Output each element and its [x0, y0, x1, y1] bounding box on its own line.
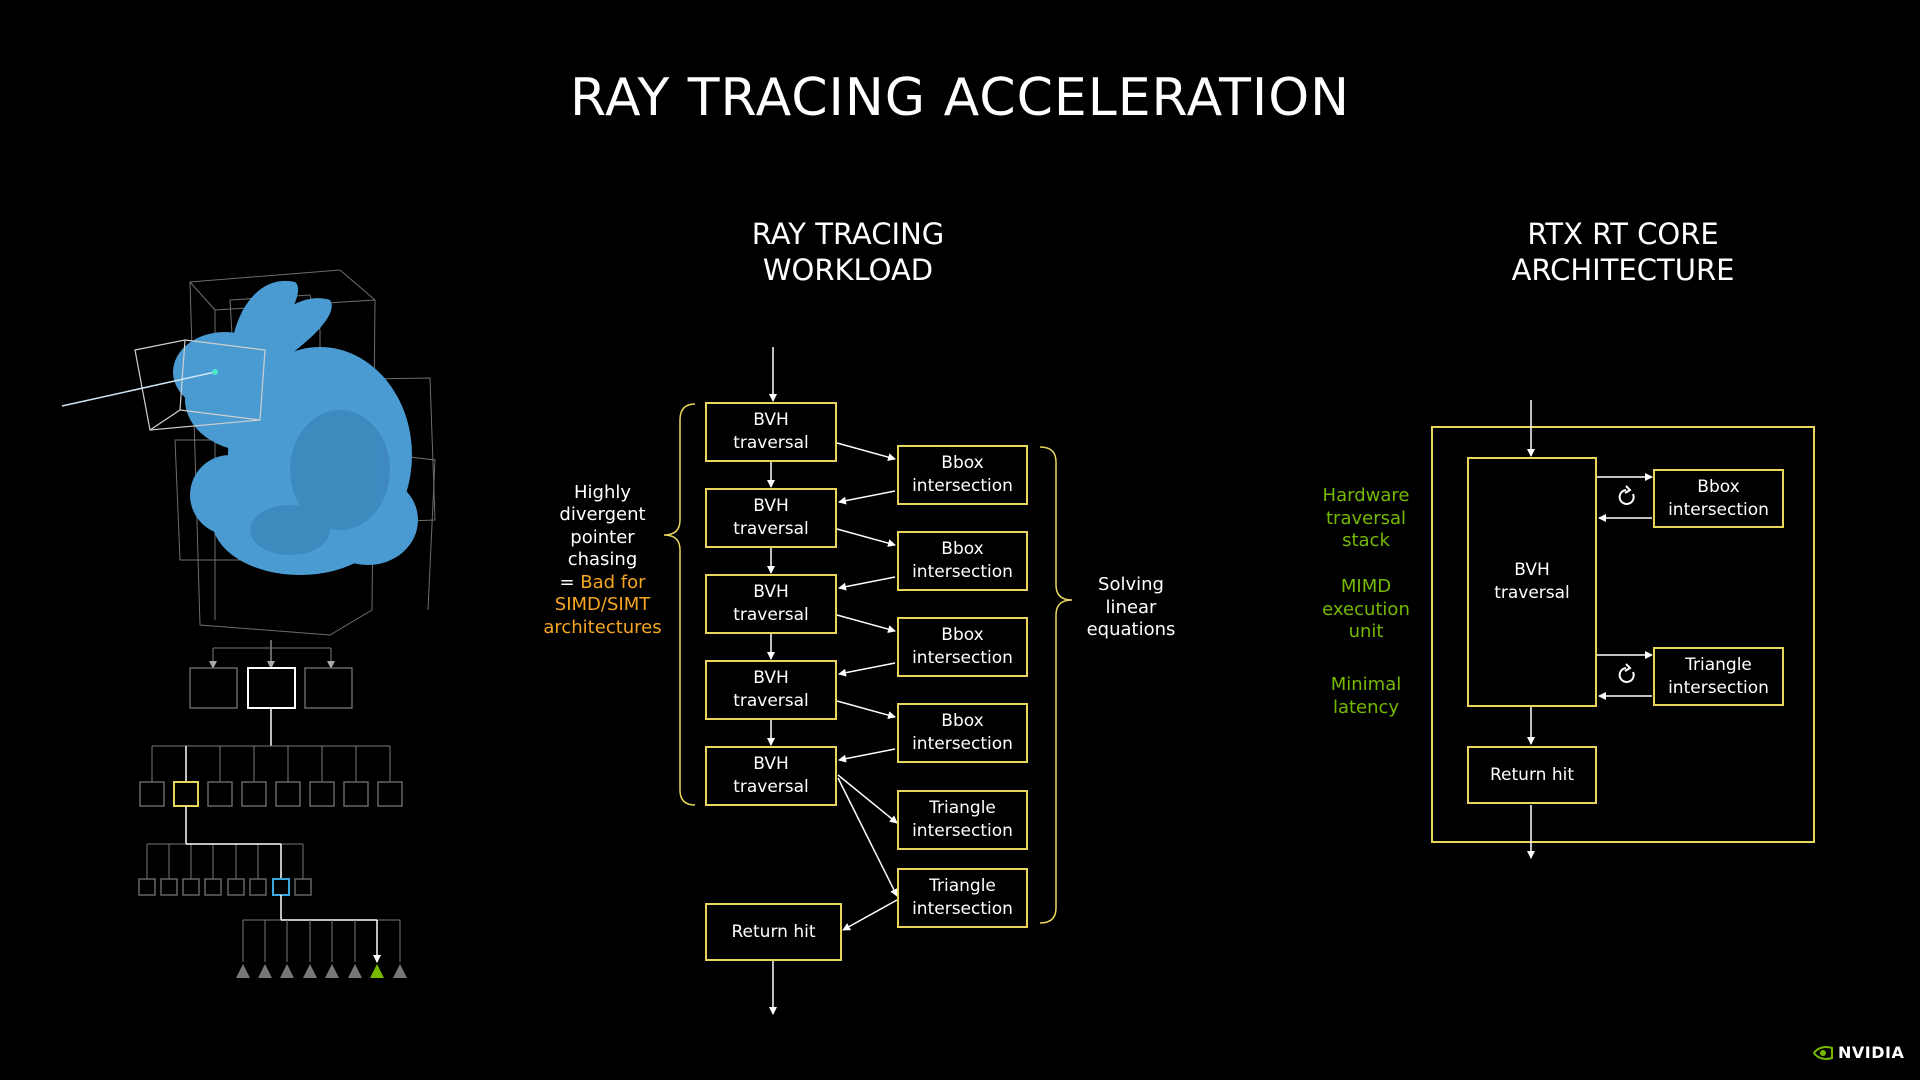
bad-for-simd-text: Bad for SIMD/SIMT architectures — [543, 571, 662, 638]
rtcore-bbox-box: Bbox intersection — [1653, 469, 1784, 528]
cycle-icon — [1618, 485, 1635, 505]
slide-title: RAY TRACING ACCELERATION — [569, 68, 1351, 128]
workload-bvh-box-1: BVH traversal — [705, 402, 837, 462]
workload-triangle-box-2: Triangle intersection — [897, 868, 1028, 928]
workload-bvh-box-5: BVH traversal — [705, 746, 837, 806]
feature-mimd-execution-unit: MIMD execution unit — [1322, 576, 1410, 642]
rtcore-return-box: Return hit — [1467, 746, 1597, 804]
bvh-tree-icon — [138, 640, 407, 978]
feature-hardware-traversal-stack: Hardware traversal stack — [1322, 485, 1410, 551]
stanford-bunny-illustration — [61, 269, 436, 636]
feature-minimal-latency: Minimal latency — [1330, 674, 1402, 718]
workload-bvh-box-4: BVH traversal — [705, 660, 837, 720]
cycle-icon — [1618, 663, 1635, 683]
workload-bbox-box-1: Bbox intersection — [897, 445, 1028, 505]
nvidia-logo: NVIDIA — [1812, 1043, 1904, 1062]
workload-heading: RAY TRACING WORKLOAD — [751, 217, 945, 287]
workload-return-box: Return hit — [705, 903, 842, 961]
nvidia-eye-icon — [1812, 1045, 1833, 1060]
workload-bbox-box-2: Bbox intersection — [897, 531, 1028, 591]
workload-bbox-box-4: Bbox intersection — [897, 703, 1028, 763]
rtcore-triangle-box: Triangle intersection — [1653, 647, 1784, 706]
workload-triangle-box-1: Triangle intersection — [897, 790, 1028, 850]
nvidia-logo-text: NVIDIA — [1838, 1043, 1905, 1062]
workload-bvh-box-3: BVH traversal — [705, 574, 837, 634]
workload-bbox-box-3: Bbox intersection — [897, 617, 1028, 677]
workload-right-note: Solving linear equations — [1086, 574, 1176, 640]
rtcore-bvh-box: BVH traversal — [1467, 457, 1597, 707]
workload-left-note: Highly divergent pointer chasing= Bad fo… — [530, 459, 675, 639]
workload-bvh-box-2: BVH traversal — [705, 488, 837, 548]
divergent-pointer-text: Highly divergent pointer chasing — [559, 481, 646, 571]
rtcore-heading: RTX RT CORE ARCHITECTURE — [1511, 217, 1735, 287]
equals-sign: = — [559, 571, 581, 593]
